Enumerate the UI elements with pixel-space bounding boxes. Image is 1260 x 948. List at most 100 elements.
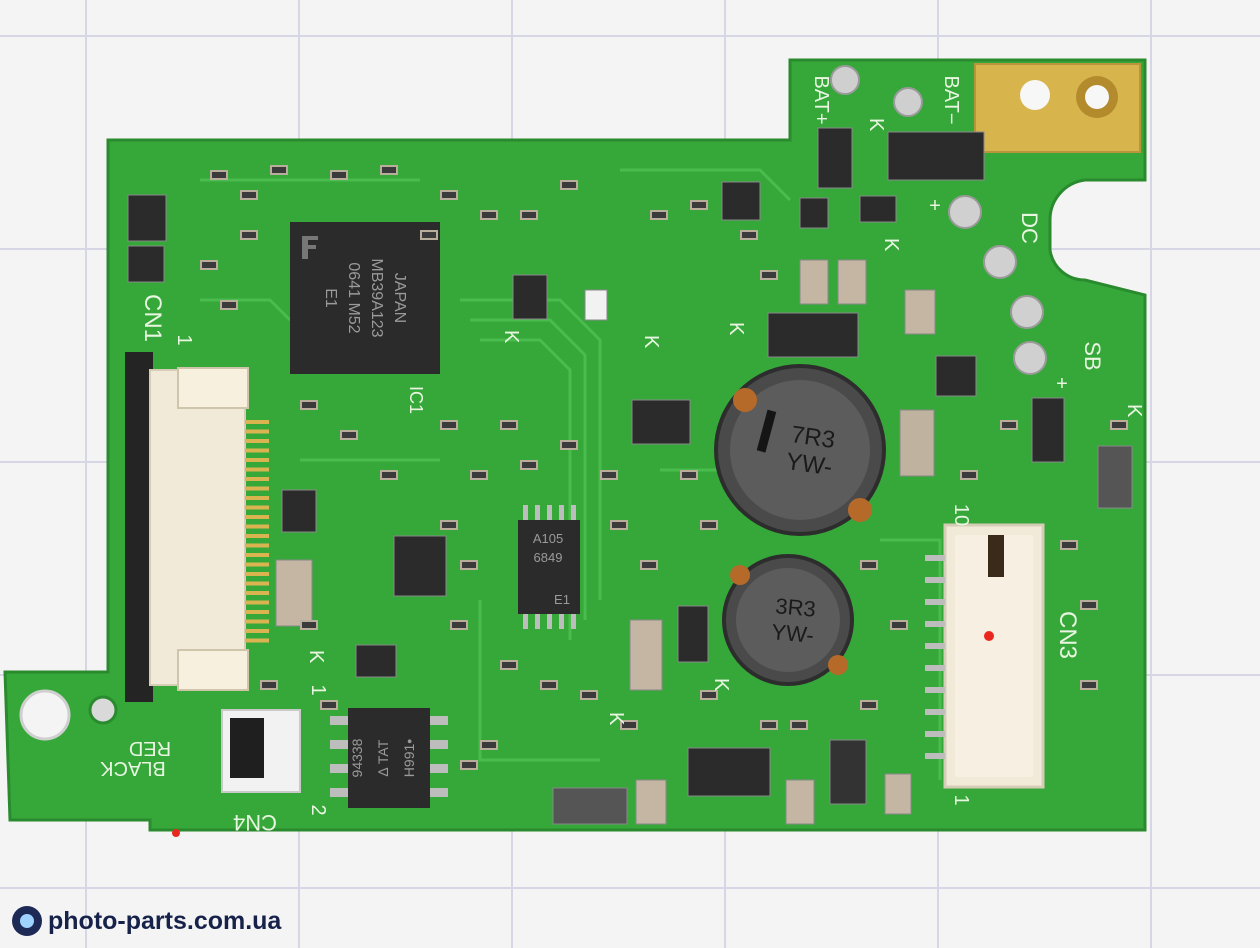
connector-pin [245, 572, 269, 576]
k-mark: K [880, 238, 902, 252]
smd-part [935, 355, 977, 397]
ic-pin [535, 505, 540, 520]
ic-pin [535, 614, 540, 629]
k-mark: K [640, 335, 662, 349]
connector-pin [245, 496, 269, 500]
connector-pin [245, 553, 269, 557]
ic-bottom-line-1: 94338 [349, 738, 365, 777]
ic-bottom-chip: 94338 ∆ TAT H991• [330, 708, 448, 808]
passive-body [602, 472, 616, 478]
k-mark: K [865, 118, 887, 132]
connector-pin [925, 643, 945, 649]
passive-body [212, 172, 226, 178]
smd-part [355, 644, 397, 678]
passive-body [442, 522, 456, 528]
ic-main-line-3: 0641 M52 [345, 262, 362, 333]
smd-part [899, 409, 935, 477]
passive-body [522, 212, 536, 218]
cn1-label: CN1 [139, 294, 166, 342]
connector-pin [245, 477, 269, 481]
passive-body [462, 762, 476, 768]
passive-body [202, 262, 216, 268]
passive-body [442, 422, 456, 428]
ic-bottom-line-3: H991• [401, 739, 417, 777]
ic-bottom-line-2: ∆ TAT [375, 739, 391, 776]
connector-pin [245, 581, 269, 586]
passive-body [522, 462, 536, 468]
passive-body [742, 232, 756, 238]
ic1-ref-label: IC1 [406, 386, 426, 414]
k-mark: K [500, 330, 522, 344]
connector-pin [245, 505, 269, 510]
connector-pin [245, 619, 269, 624]
sb-plus-label: + [1056, 373, 1068, 395]
passive-body [382, 472, 396, 478]
wire-black-label: BLACK [100, 757, 166, 779]
smd-part [127, 194, 167, 242]
smd-part [785, 779, 815, 825]
ic-pin [571, 505, 576, 520]
ic-pin [559, 614, 564, 629]
ic-pin [571, 614, 576, 629]
inductor-small-code: 3R3 [774, 593, 816, 621]
ic-pin [523, 614, 528, 629]
passive-body [1002, 422, 1016, 428]
smd-part [635, 779, 667, 825]
smd-part [799, 197, 829, 229]
inductor-large-suffix: YW- [784, 448, 834, 481]
passive-body [332, 172, 346, 178]
passive-body [582, 692, 596, 698]
connector-pin [925, 555, 945, 561]
cn4-label: CN4 [233, 810, 277, 835]
ic-mid-line-2: 6849 [534, 550, 563, 565]
smd-part [817, 127, 853, 189]
connector-pin [245, 458, 269, 462]
dc-label: DC [1017, 212, 1042, 244]
ic-pin [330, 716, 348, 725]
smd-part [887, 131, 985, 181]
connector-pin [245, 439, 269, 443]
passive-body [562, 182, 576, 188]
cn3-connector [925, 523, 1045, 789]
passive-body [502, 422, 516, 428]
sb-label: SB [1080, 341, 1105, 370]
passive-body [482, 742, 496, 748]
cn1-pin-1-label: 1 [173, 334, 195, 345]
passive-body [502, 662, 516, 668]
dc-plus-label: + [929, 195, 941, 217]
cn1-ribbon-connector [125, 352, 269, 702]
connector-pin [925, 687, 945, 693]
passive-body [242, 192, 256, 198]
smd-components [127, 127, 1133, 825]
k-mark: K [605, 712, 627, 726]
k-mark: K [305, 650, 327, 664]
connector-pin [245, 534, 269, 538]
connector-pin [925, 577, 945, 583]
wire-red-label: RED [129, 737, 171, 759]
ic-pin [547, 505, 552, 520]
passive-body [612, 522, 626, 528]
main-ic-chip: JAPAN MB39A123 0641 M52 E1 [290, 222, 440, 374]
connector-pin [245, 600, 269, 605]
tab-hole [1085, 85, 1109, 109]
connector-pin [245, 429, 269, 434]
connector-pin [925, 665, 945, 671]
inductor-large: 7R3 YW- [714, 364, 886, 536]
connector-pin [245, 610, 269, 614]
passive-body [1082, 602, 1096, 608]
passive-body [242, 232, 256, 238]
passive-body [622, 722, 636, 728]
connector-pin [925, 599, 945, 605]
connector-pin [245, 524, 269, 529]
passive-body [382, 167, 396, 173]
ic-mid-line-1: A105 [533, 531, 563, 546]
inductor-large-code: 7R3 [789, 421, 836, 454]
smd-part [512, 274, 548, 320]
smd-part [584, 289, 608, 321]
smd-part [552, 787, 628, 825]
connector-pin [245, 543, 269, 548]
solder-spot [172, 829, 180, 837]
passive-body [862, 562, 876, 568]
bat-plus-label: BAT+ [810, 75, 832, 124]
